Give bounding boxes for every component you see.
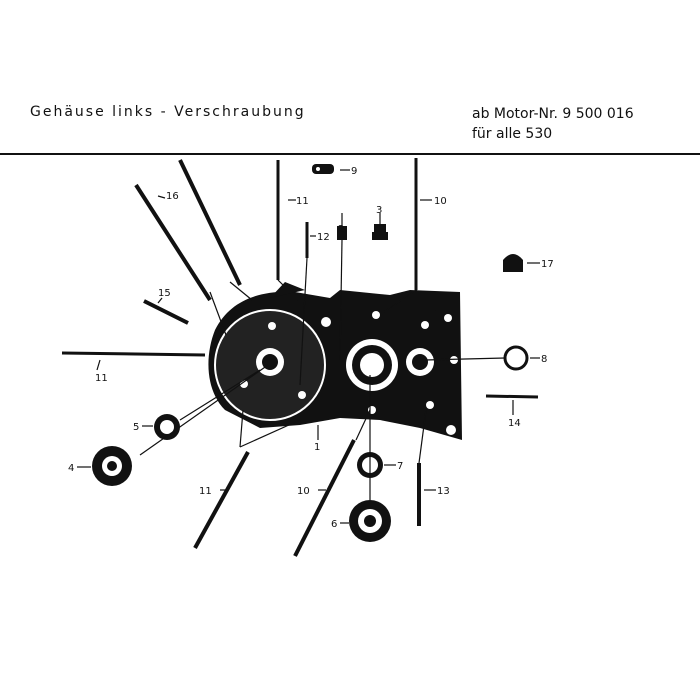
callout-labels: 2 3 9 17 11 10 12 16 15 11 5 4 8 14 13 7… [68, 166, 554, 530]
callout-10-bottom: 10 [297, 486, 310, 497]
callout-17: 17 [541, 259, 554, 270]
page-title: Gehäuse links - Verschraubung [30, 104, 306, 120]
callout-10-top: 10 [434, 196, 447, 207]
callout-7: 7 [397, 461, 403, 472]
callout-12: 12 [317, 232, 330, 243]
callout-11-top: 11 [296, 196, 309, 207]
callout-3: 3 [376, 205, 382, 216]
callout-15: 15 [158, 288, 171, 299]
callout-11-left: 11 [95, 373, 108, 384]
callout-16: 16 [166, 191, 179, 202]
leader-lines [77, 169, 540, 524]
callout-1: 1 [314, 442, 320, 453]
callout-5: 5 [133, 422, 139, 433]
header-motor-info: ab Motor-Nr. 9 500 016 für alle 530 [472, 104, 634, 144]
callout-6: 6 [331, 519, 337, 530]
callout-11-bottom: 11 [199, 486, 212, 497]
motor-number-line: ab Motor-Nr. 9 500 016 [472, 106, 634, 122]
callout-13: 13 [437, 486, 450, 497]
callout-9: 9 [351, 166, 357, 177]
callout-4: 4 [68, 463, 74, 474]
callout-2: 2 [338, 224, 344, 235]
header-divider [0, 153, 700, 155]
model-line: für alle 530 [472, 126, 553, 142]
callout-8: 8 [541, 354, 547, 365]
crankcase-housing [208, 282, 462, 440]
bolts [61, 158, 539, 557]
callout-14: 14 [508, 418, 521, 429]
small-parts [312, 164, 523, 272]
